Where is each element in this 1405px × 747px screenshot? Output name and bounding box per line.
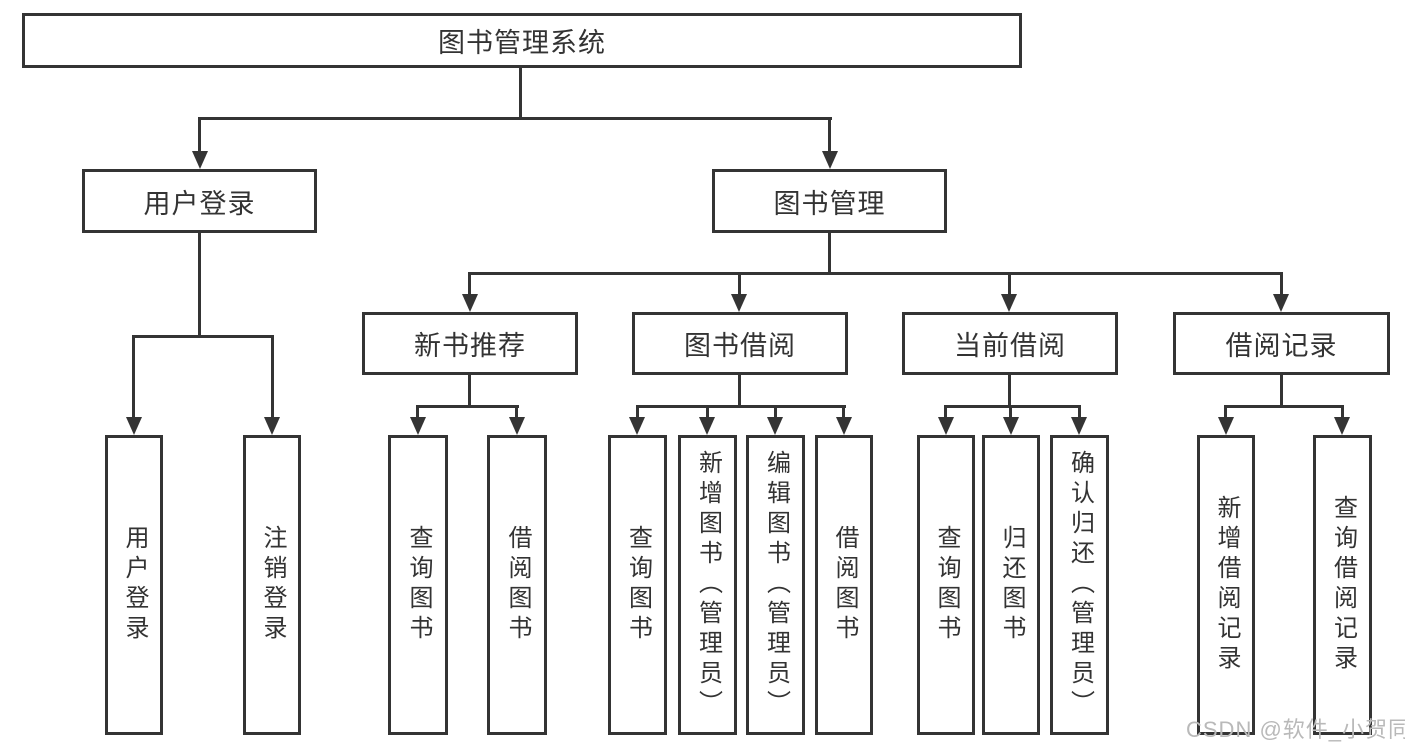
watermark: CSDN @软件_小贺同学 [1186,717,1405,742]
connector-newrec-stem [468,375,471,407]
node-book-borrow: 图书借阅 [632,312,848,375]
leaf-borrow-borrow-book-label: 借阅图书 [831,525,858,645]
leaf-add-borrow-record: 新增借阅记录 [1197,435,1255,735]
arrowhead-down-icon [938,417,954,435]
leaf-confirm-return-admin: 确认归还（管理员） [1050,435,1109,735]
connector-user-stem [198,233,201,338]
node-current-borrow-label: 当前借阅 [954,331,1066,361]
node-borrow-records-label: 借阅记录 [1225,331,1338,361]
arrowhead-down-icon [410,417,426,435]
arrowhead-down-icon [509,417,525,435]
arrowhead-down-icon [1071,417,1087,435]
arrowhead-down-icon [1273,294,1289,312]
node-new-book-rec: 新书推荐 [362,312,578,375]
connector-borrow-child3 [774,405,777,418]
connector-book-to-newrec [468,272,471,295]
connector-book-stem [828,233,831,275]
arrowhead-down-icon [699,417,715,435]
arrowhead-down-icon [1334,417,1350,435]
arrowhead-down-icon [629,417,645,435]
leaf-query-borrow-record: 查询借阅记录 [1313,435,1372,735]
arrowhead-down-icon [1003,417,1019,435]
leaf-borrow-query-book: 查询图书 [608,435,667,735]
connector-root-to-book [828,117,831,152]
connector-book-to-borrow [738,272,741,295]
arrowhead-down-icon [1001,294,1017,312]
connector-records-stem [1280,375,1283,407]
connector-user-branch [132,335,274,338]
leaf-newrec-borrow-book: 借阅图书 [487,435,547,735]
leaf-borrow-borrow-book: 借阅图书 [815,435,873,735]
node-user-login: 用户登录 [82,169,317,233]
connector-current-branch [944,405,1081,408]
leaf-newrec-query-book-label: 查询图书 [405,525,432,645]
arrowhead-down-icon [1218,417,1234,435]
arrowhead-down-icon [836,417,852,435]
arrowhead-down-icon [767,417,783,435]
leaf-add-borrow-record-label: 新增借阅记录 [1213,495,1240,675]
arrowhead-down-icon [462,294,478,312]
connector-newrec-child1 [416,405,419,418]
connector-borrow-child2 [706,405,709,418]
leaf-newrec-query-book: 查询图书 [388,435,448,735]
connector-current-stem [1008,375,1011,407]
node-user-login-label: 用户登录 [143,188,256,219]
leaf-user-login-label: 用户登录 [121,525,148,645]
leaf-edit-book-admin: 编辑图书（管理员） [746,435,805,735]
leaf-add-book-admin: 新增图书（管理员） [678,435,737,735]
connector-newrec-child2 [515,405,518,418]
leaf-user-login: 用户登录 [105,435,163,735]
connector-current-child2 [1009,405,1012,418]
connector-records-child1 [1224,405,1227,418]
arrowhead-down-icon [126,417,142,435]
arrowhead-down-icon [192,151,208,169]
connector-root-branch [198,117,832,120]
connector-borrow-child1 [636,405,639,418]
connector-newrec-branch [416,405,519,408]
leaf-current-query-book: 查询图书 [917,435,975,735]
connector-user-child2 [271,335,274,418]
leaf-query-borrow-record-label: 查询借阅记录 [1329,495,1357,675]
arrowhead-down-icon [731,294,747,312]
node-root: 图书管理系统 [22,13,1022,68]
leaf-newrec-borrow-book-label: 借阅图书 [504,525,531,645]
connector-book-branch [468,272,1283,275]
node-new-book-rec-label: 新书推荐 [414,331,526,361]
connector-borrow-child4 [842,405,845,418]
node-book-mgmt-label: 图书管理 [773,188,886,219]
arrowhead-down-icon [264,417,280,435]
connector-user-child1 [132,335,135,418]
connector-book-to-records [1280,272,1283,295]
connector-root-to-user [198,117,201,152]
leaf-confirm-return-admin-label: 确认归还（管理员） [1066,450,1094,720]
leaf-edit-book-admin-label: 编辑图书（管理员） [762,450,790,720]
leaf-add-book-admin-label: 新增图书（管理员） [694,450,722,720]
connector-records-branch [1224,405,1344,408]
leaf-current-query-book-label: 查询图书 [933,525,960,645]
connector-book-to-current [1008,272,1011,295]
connector-records-child2 [1341,405,1344,418]
connector-borrow-branch [636,405,846,408]
connector-current-child1 [944,405,947,418]
connector-current-child3 [1078,405,1081,418]
node-borrow-records: 借阅记录 [1173,312,1390,375]
leaf-logout-label: 注销登录 [259,525,286,645]
connector-root-stem [519,68,522,120]
connector-borrow-stem [738,375,741,407]
node-book-mgmt: 图书管理 [712,169,947,233]
leaf-return-book: 归还图书 [982,435,1040,735]
leaf-return-book-label: 归还图书 [998,525,1025,645]
node-root-label: 图书管理系统 [438,28,606,58]
node-current-borrow: 当前借阅 [902,312,1118,375]
leaf-borrow-query-book-label: 查询图书 [624,525,652,645]
node-book-borrow-label: 图书借阅 [684,331,796,361]
leaf-logout: 注销登录 [243,435,301,735]
arrowhead-down-icon [822,151,838,169]
